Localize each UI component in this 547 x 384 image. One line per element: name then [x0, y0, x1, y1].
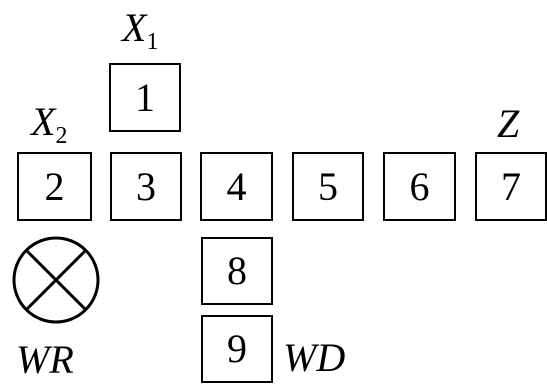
box-1-number: 1 [135, 74, 155, 120]
box-4: 4 [200, 152, 273, 221]
label-x1-sub: 1 [146, 29, 159, 55]
label-z: Z [497, 101, 520, 146]
label-x2-sub: 2 [55, 123, 68, 149]
box-8-number: 8 [227, 248, 247, 293]
box-5-number: 5 [318, 163, 338, 209]
label-x1: X1 [122, 5, 159, 55]
box-7-number: 7 [501, 163, 521, 209]
box-2: 2 [17, 152, 92, 221]
box-1: 1 [109, 63, 181, 132]
box-2-number: 2 [44, 163, 65, 209]
box-3-number: 3 [136, 163, 156, 209]
box-7: 7 [475, 152, 547, 221]
label-x2: X2 [31, 99, 68, 149]
box-6: 6 [383, 152, 456, 221]
box-8: 8 [201, 237, 273, 305]
box-5: 5 [292, 152, 364, 221]
label-wd: WD [283, 335, 346, 380]
label-wr: WR [16, 337, 74, 382]
box-9-number: 9 [227, 326, 247, 371]
box-4-number: 4 [226, 163, 247, 209]
label-x2-main: X [31, 99, 56, 144]
circled-cross-icon [12, 236, 100, 324]
box-6-number: 6 [409, 163, 430, 209]
label-x1-main: X [122, 5, 147, 50]
box-3: 3 [110, 152, 182, 221]
box-9: 9 [201, 315, 273, 383]
